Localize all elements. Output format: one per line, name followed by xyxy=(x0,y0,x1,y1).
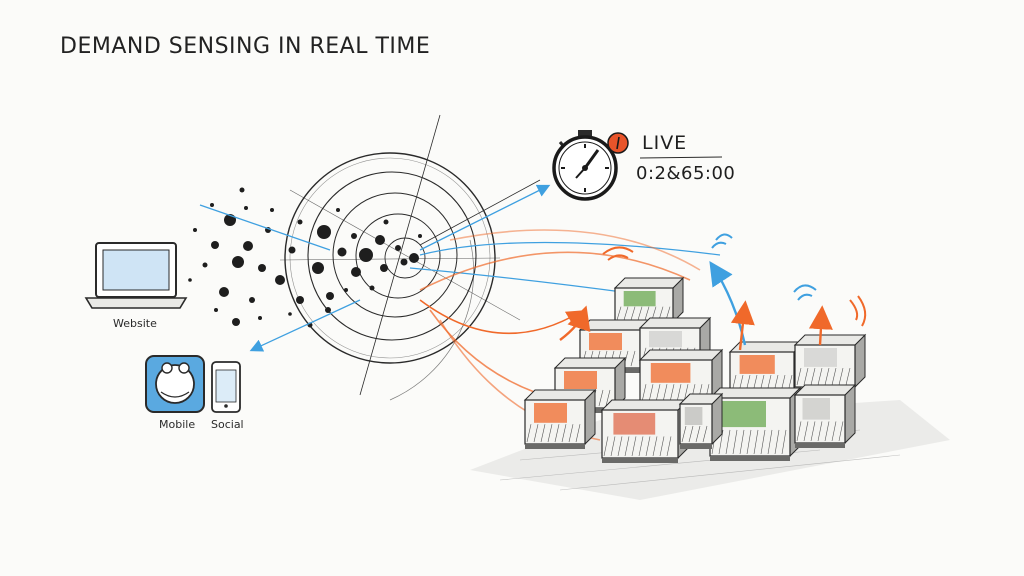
mobile-source xyxy=(146,356,204,412)
crate xyxy=(525,390,595,449)
source-label-social: Social xyxy=(211,418,244,431)
alert-badge-icon xyxy=(608,133,628,153)
mobile-app-icon xyxy=(146,356,204,412)
live-underline xyxy=(640,157,722,158)
crate xyxy=(795,385,855,448)
crate xyxy=(602,400,688,463)
crate xyxy=(680,394,722,449)
crate xyxy=(795,335,865,392)
warehouse-crate-stack xyxy=(525,278,865,463)
live-timer-value: 0:2&65:00 xyxy=(636,163,735,184)
data-particle-cloud xyxy=(188,188,422,328)
laptop-icon xyxy=(86,243,186,308)
radar-target-icon xyxy=(280,115,520,400)
live-indicator-label: LIVE xyxy=(642,132,687,154)
social-source xyxy=(212,362,240,412)
source-label-website: Website xyxy=(113,317,157,330)
crate xyxy=(710,388,800,461)
stopwatch-icon xyxy=(554,130,616,199)
source-label-mobile: Mobile xyxy=(159,418,195,431)
website-source xyxy=(86,243,186,308)
smartphone-icon xyxy=(212,362,240,412)
diagram-title: DEMAND SENSING IN REAL TIME xyxy=(60,34,430,59)
